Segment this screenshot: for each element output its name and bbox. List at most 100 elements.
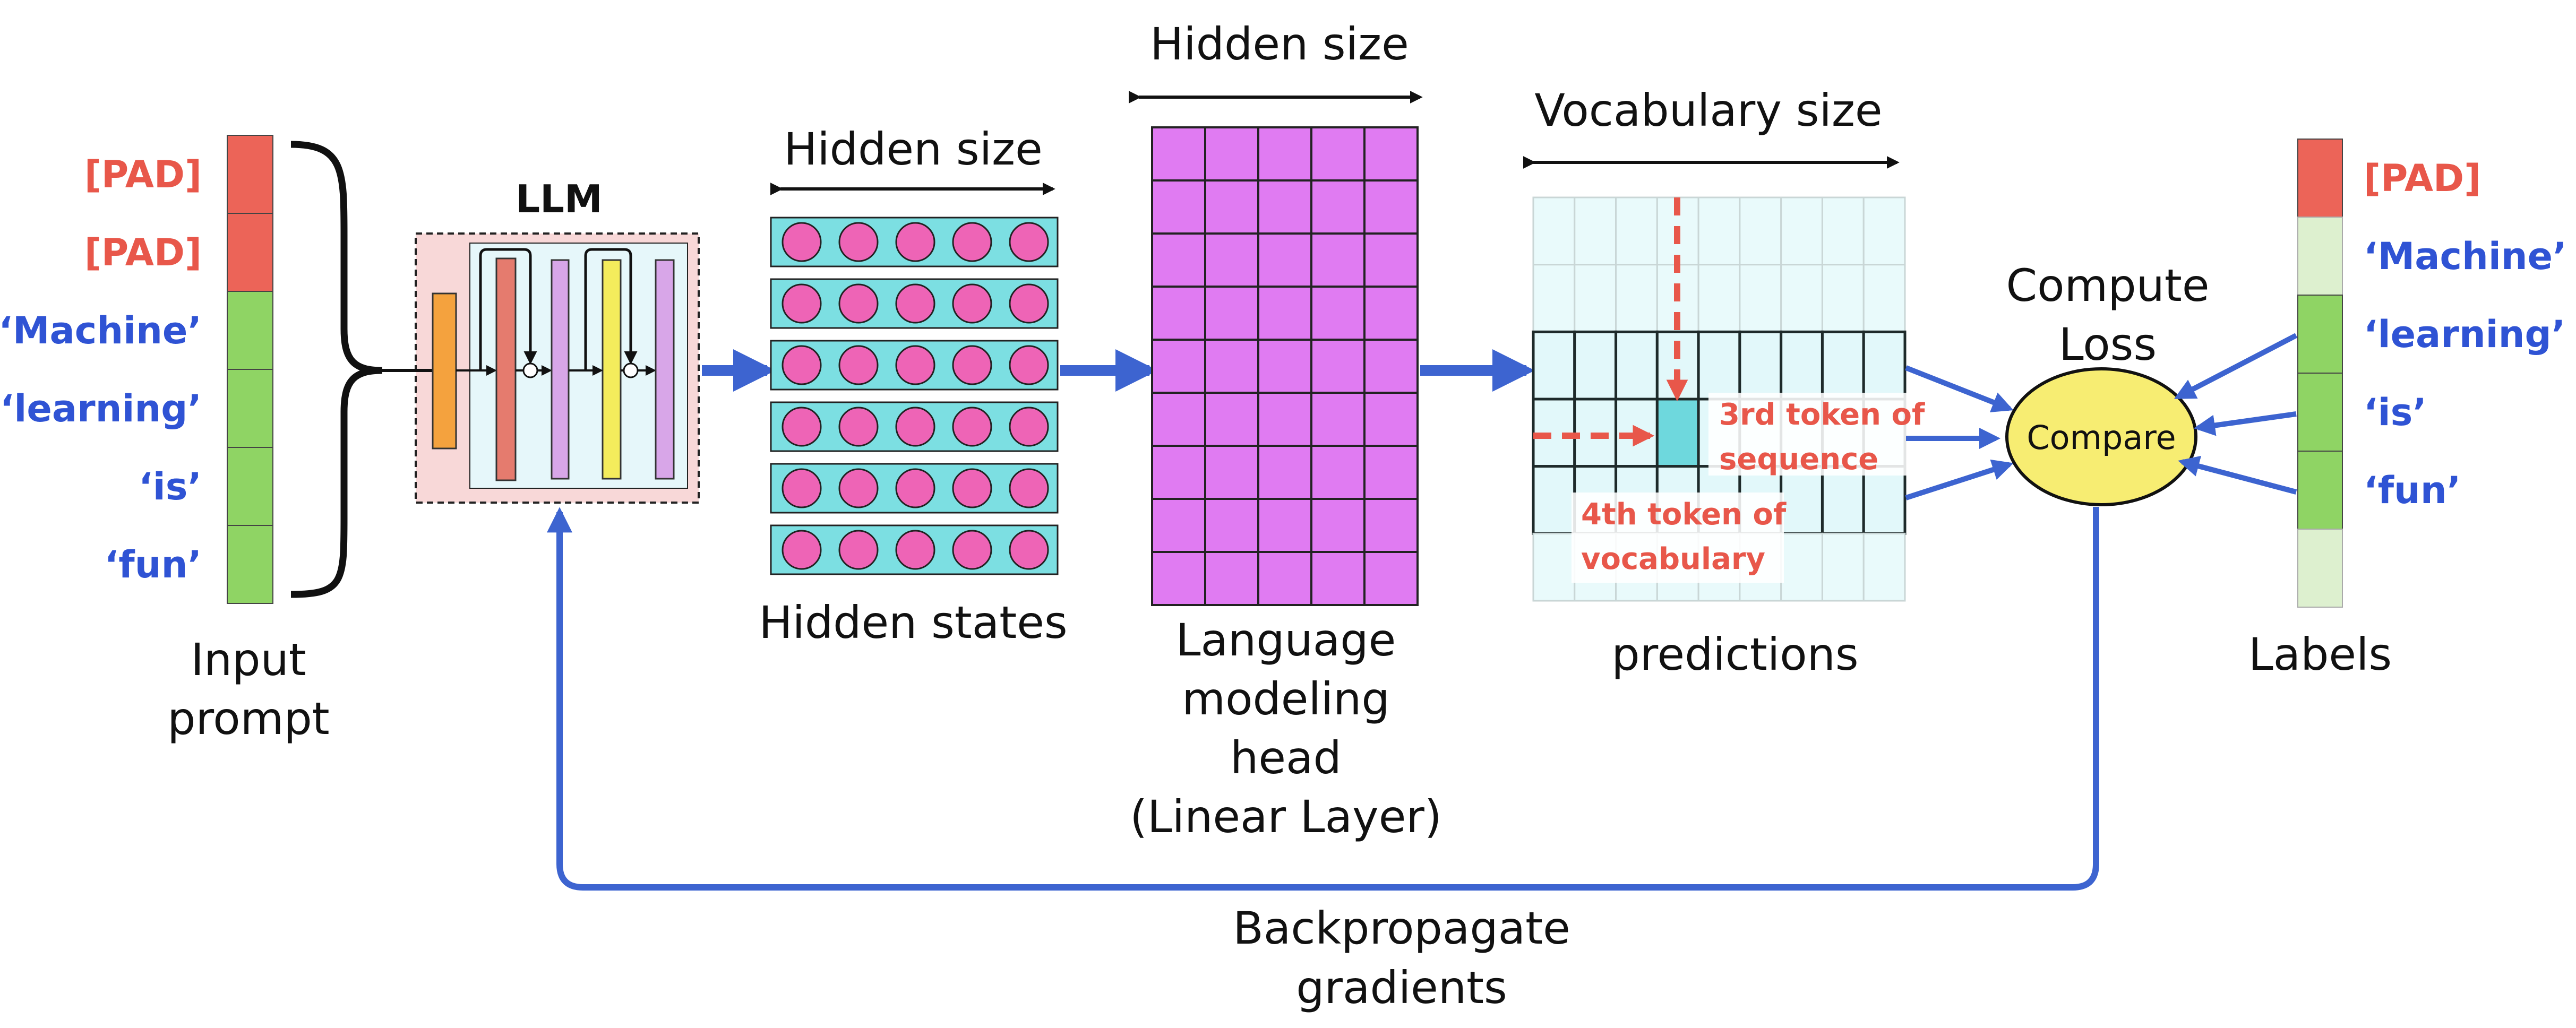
lm-head-top-label: Hidden size <box>1150 18 1409 70</box>
predictions-cell <box>1738 330 1783 401</box>
lm-head-weight-cell <box>1363 498 1419 553</box>
hidden-state-unit <box>895 222 935 262</box>
lm-head-weight-cell <box>1151 126 1206 182</box>
lm-head-weight-cell <box>1257 445 1312 500</box>
sequence-annotation-line2: sequence <box>1719 442 1878 477</box>
input-token-label-2: ‘Machine’ <box>0 309 202 352</box>
lm-head-weight-cell <box>1257 232 1312 288</box>
lm-head-weight-cell <box>1151 179 1206 235</box>
predictions-cell <box>1780 196 1823 266</box>
predictions-cell <box>1739 264 1782 333</box>
predictions-cell <box>1821 465 1865 535</box>
lm-head-weight-cell <box>1151 232 1206 288</box>
lm-head-caption-line1: Language <box>1176 614 1396 666</box>
input-token-5 <box>227 525 273 604</box>
lm-head-weight-cell <box>1257 551 1312 606</box>
hidden-state-unit <box>838 530 879 570</box>
vocab-annotation-backdrop <box>1572 493 1784 583</box>
labels-caption: Labels <box>2248 628 2392 680</box>
lm-head-weight-cell <box>1257 392 1312 447</box>
label-token-0 <box>2297 139 2343 218</box>
predictions-cell <box>1615 264 1658 333</box>
lm-head-weight-cell <box>1310 126 1366 182</box>
lm-head-weight-cell <box>1310 286 1366 341</box>
predictions-cell <box>1532 532 1576 602</box>
lm-head-weight-cell <box>1257 498 1312 553</box>
lm-head-weight-cell <box>1257 339 1312 394</box>
hidden-state-unit <box>782 283 822 324</box>
llm-norm-bar-1 <box>551 259 570 480</box>
llm-norm-bar-2 <box>655 259 675 480</box>
predictions-cell <box>1615 330 1659 401</box>
label-token-4 <box>2297 451 2343 530</box>
label-token-label-0: [PAD] <box>2364 157 2481 200</box>
predictions-cell <box>1780 264 1823 333</box>
input-token-0 <box>227 135 273 214</box>
input-brace <box>290 141 383 598</box>
compute-loss-line1: Compute <box>2006 260 2209 312</box>
lm-head-weight-cell <box>1204 445 1259 500</box>
input-token-label-1: [PAD] <box>84 231 202 274</box>
label-token-label-4: ‘fun’ <box>2364 469 2461 512</box>
predictions-cell <box>1739 196 1782 266</box>
predictions-cell <box>1780 330 1824 401</box>
hidden-state-unit <box>895 407 935 447</box>
lm-head-weight-cell <box>1310 179 1366 235</box>
predictions-annotations: 3rd token of sequence 4th token of vocab… <box>1533 197 1925 583</box>
predictions-cell <box>1532 196 1576 266</box>
hidden-state-unit <box>895 345 935 385</box>
lm-head-weight-cell <box>1151 392 1206 447</box>
sequence-annotation-line1: 3rd token of <box>1719 398 1925 432</box>
predictions-cell <box>1821 264 1865 333</box>
lm-head-caption-line2: modeling <box>1182 673 1389 725</box>
lm-head-weight-cell <box>1310 551 1366 606</box>
lm-head-weight-cell <box>1151 498 1206 553</box>
label-token-labels: [PAD] ‘Machine’ ‘learning’ ‘is’ ‘fun’ <box>2364 157 2567 512</box>
predictions-cell <box>1862 196 1906 266</box>
hidden-states-caption: Hidden states <box>759 597 1067 649</box>
predictions-cell <box>1862 532 1906 602</box>
vocab-annotation-line2: vocabulary <box>1581 542 1765 576</box>
llm-block <box>382 232 700 504</box>
hidden-state-unit <box>782 222 822 262</box>
lm-head-weight-cell <box>1310 392 1366 447</box>
predictions-cell <box>1780 532 1823 602</box>
hidden-state-unit <box>782 345 822 385</box>
lm-head-weight-cell <box>1151 445 1206 500</box>
input-token-column <box>227 135 273 604</box>
input-caption-line1: Input <box>191 634 306 686</box>
hidden-state-unit <box>895 468 935 508</box>
prediction-to-compare-arrows <box>1905 365 2014 500</box>
hidden-state-unit <box>838 468 879 508</box>
lm-head-weight-cell <box>1151 286 1206 341</box>
lm-head-weight-cell <box>1151 339 1206 394</box>
lm-head-weight-cell <box>1204 392 1259 447</box>
lm-head-weight-cell <box>1257 286 1312 341</box>
input-token-label-5: ‘fun’ <box>105 543 202 586</box>
lm-head-weight-cell <box>1363 286 1419 341</box>
lm-head-weight-cell <box>1204 551 1259 606</box>
input-token-label-4: ‘is’ <box>139 465 202 508</box>
lm-head-weight-cell <box>1363 126 1419 182</box>
llm-residual-add-1 <box>522 362 538 378</box>
predictions-cell <box>1780 465 1824 535</box>
input-token-label-0: [PAD] <box>84 153 202 196</box>
label-token-5 <box>2297 529 2343 608</box>
lm-head-weight-cell <box>1310 232 1366 288</box>
predictions-cell <box>1821 532 1865 602</box>
predictions-cell <box>1532 465 1576 535</box>
lm-head-weight-cell <box>1204 339 1259 394</box>
predictions-cell <box>1615 196 1658 266</box>
input-token-2 <box>227 291 273 370</box>
predictions-top-label: Vocabulary size <box>1534 84 1882 136</box>
backprop-caption-line1: Backpropagate <box>1233 902 1570 954</box>
compute-loss-line2: Loss <box>2059 318 2157 370</box>
hidden-states-grid <box>770 217 1059 575</box>
lm-head-weight-cell <box>1204 498 1259 553</box>
predictions-cell <box>1862 330 1907 401</box>
llm-attention-bar <box>495 257 517 481</box>
predictions-cell <box>1697 196 1741 266</box>
backprop-caption-line2: gradients <box>1296 962 1507 1014</box>
